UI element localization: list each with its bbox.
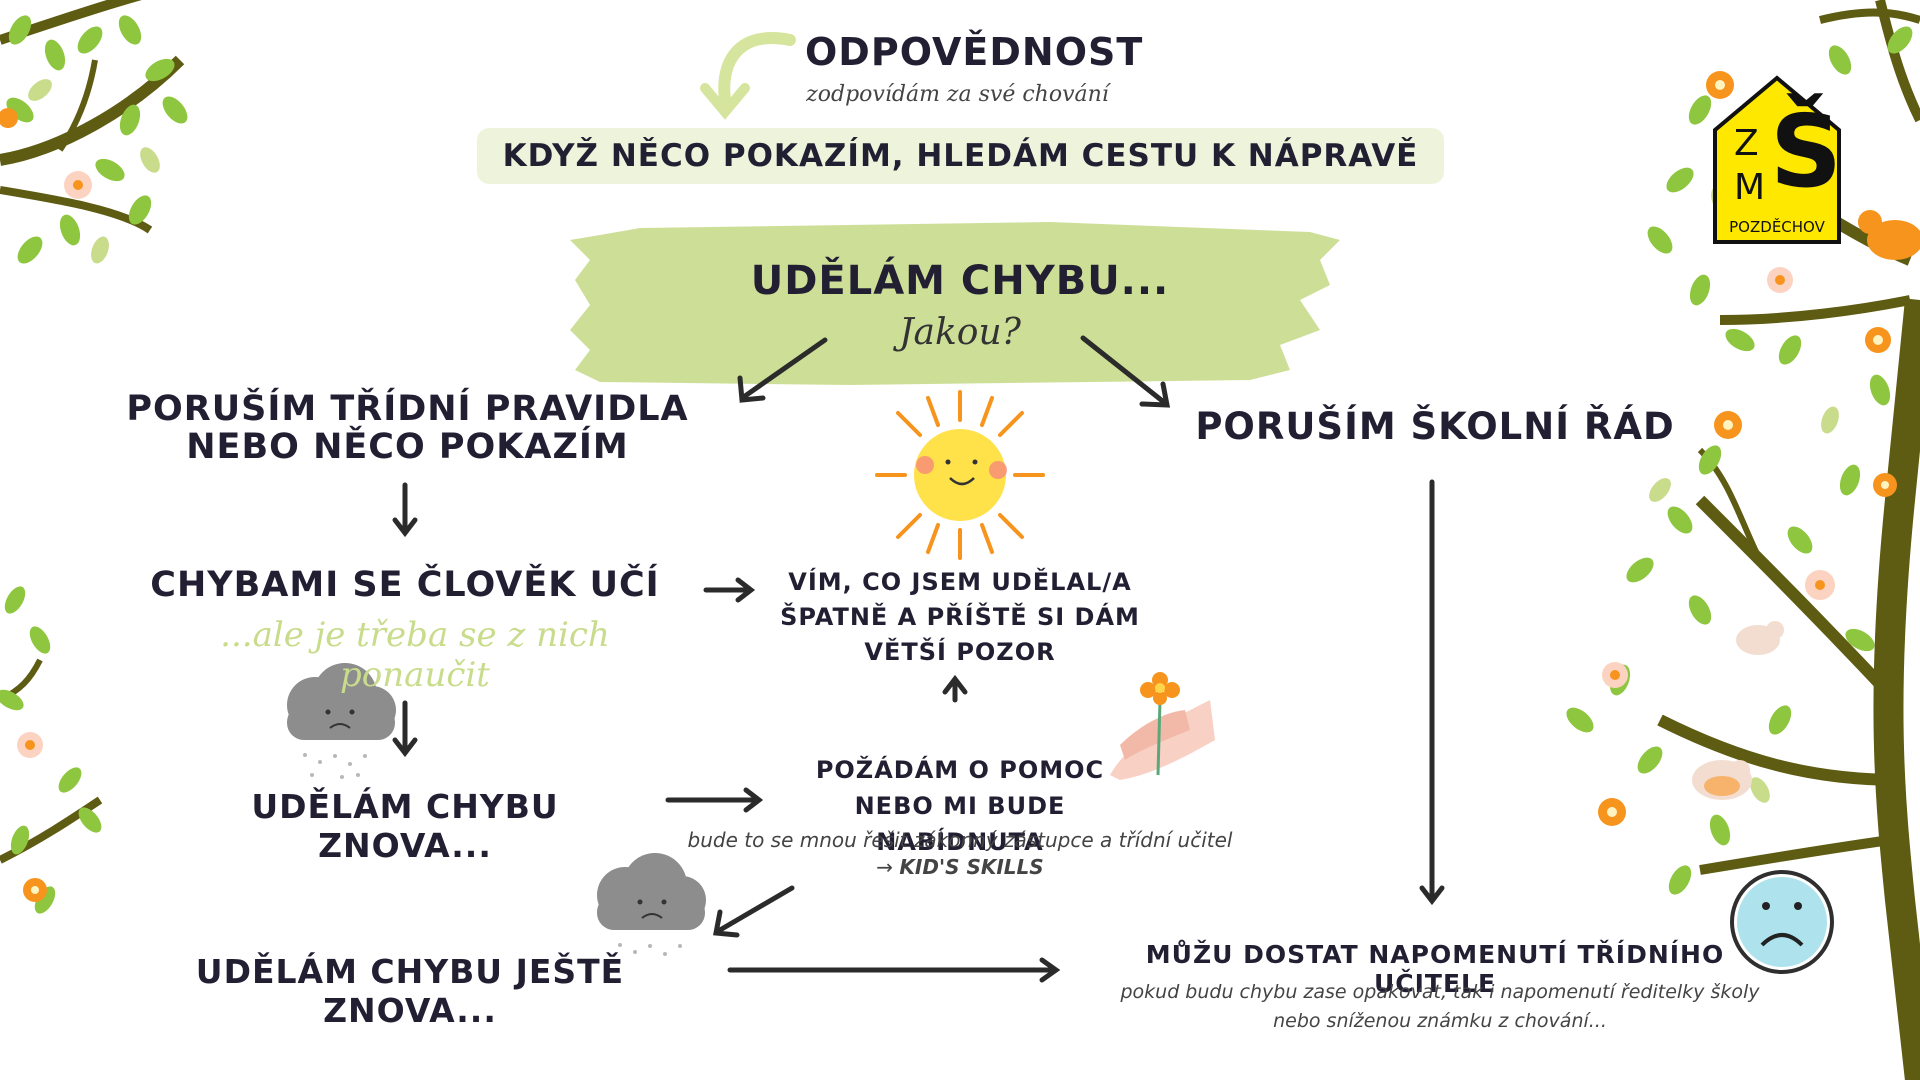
rain-cloud-icon: [287, 663, 396, 779]
helping-hand-icon: [1110, 672, 1215, 780]
bird-icons: [1692, 210, 1920, 800]
help-line-2: NEBO MI BUDE NABÍDNUTA: [854, 792, 1066, 856]
class-rules-line-2: NEBO NĚCO POKAZÍM: [186, 427, 629, 467]
help-block: POŽÁDÁM O POMOC NEBO MI BUDE NABÍDNUTA: [770, 752, 1150, 860]
help-note: bude to se mnou řešit zákonný zástupce a…: [687, 828, 1233, 852]
page-title: ODPOVĚDNOST: [805, 30, 1144, 74]
tree-right: [1566, 0, 1920, 1080]
know-line-1: VÍM, CO JSEM UDĚLAL/A: [788, 568, 1132, 596]
again-again-heading: UDĚLÁM CHYBU JEŠTĚ ZNOVA...: [195, 952, 625, 1030]
flow-arrows: [392, 335, 1445, 983]
brush-stroke: [570, 222, 1340, 385]
help-kids-label: KID'S SKILLS: [899, 855, 1044, 879]
center-question: Jakou?: [899, 312, 1021, 353]
arrow-center-right: [1080, 335, 1168, 406]
class-rules-line-1: PORUŠÍM TŘÍDNÍ PRAVIDLA: [126, 389, 689, 429]
tree-bottom-left: [0, 586, 103, 914]
center-heading: UDĚLÁM CHYBU...: [750, 258, 1170, 304]
sad-face-icon: [1730, 870, 1834, 974]
warning-note-line-1: pokud budu chybu zase opakovat, tak i na…: [1120, 981, 1760, 1003]
know-line-3: VĚTŠÍ POZOR: [864, 638, 1056, 666]
logo-letter-s: Š: [1770, 93, 1843, 210]
banner: KDYŽ NĚCO POKAZÍM, HLEDÁM CESTU K NÁPRAV…: [477, 128, 1444, 184]
warning-note-line-2: nebo sníženou známku z chování...: [1273, 1010, 1607, 1032]
tree-top-left: [0, 0, 188, 264]
school-rules-heading: PORUŠÍM ŠKOLNÍ ŘÁD: [1195, 405, 1675, 448]
arrow-help-down-left: [717, 885, 795, 933]
logo-letter-m: M: [1734, 167, 1766, 208]
page-subtitle: zodpovídám za své chování: [806, 82, 1109, 107]
help-line-1: POŽÁDÁM O POMOC: [815, 756, 1105, 784]
rain-cloud-icon-2: [597, 853, 706, 956]
banner-text: KDYŽ NĚCO POKAZÍM, HLEDÁM CESTU K NÁPRAV…: [502, 138, 1419, 174]
warning-heading: MŮŽU DOSTAT NAPOMENUTÍ TŘÍDNÍHO UČITELE: [1145, 940, 1725, 998]
flower-icons: [1598, 71, 1897, 826]
help-kids-arrow: →: [876, 855, 894, 879]
know-block: VÍM, CO JSEM UDĚLAL/A ŠPATNĚ A PŘÍŠTĚ SI…: [770, 565, 1150, 670]
logo-letter-z: Z: [1734, 123, 1759, 164]
sun-icon: [875, 390, 1045, 560]
learn-note: ...ale je třeba se z nich ponaučit: [220, 615, 610, 695]
logo-name: POZDĚCHOV: [1729, 218, 1825, 236]
know-line-2: ŠPATNĚ A PŘÍŠTĚ SI DÁM: [780, 603, 1140, 631]
school-logo: Z M Š POZDĚCHOV: [1712, 75, 1842, 245]
curved-arrow-icon: [718, 32, 796, 106]
again-heading: UDĚLÁM CHYBU ZNOVA...: [251, 787, 559, 865]
learn-heading: CHYBAMI SE ČLOVĚK UČÍ: [150, 565, 660, 605]
arrow-center-left: [742, 337, 828, 399]
help-kids: → KID'S SKILLS: [760, 855, 1160, 879]
warning-note: pokud budu chybu zase opakovat, tak i na…: [1090, 978, 1790, 1036]
class-rules-block: PORUŠÍM TŘÍDNÍ PRAVIDLA NEBO NĚCO POKAZÍ…: [100, 390, 715, 466]
